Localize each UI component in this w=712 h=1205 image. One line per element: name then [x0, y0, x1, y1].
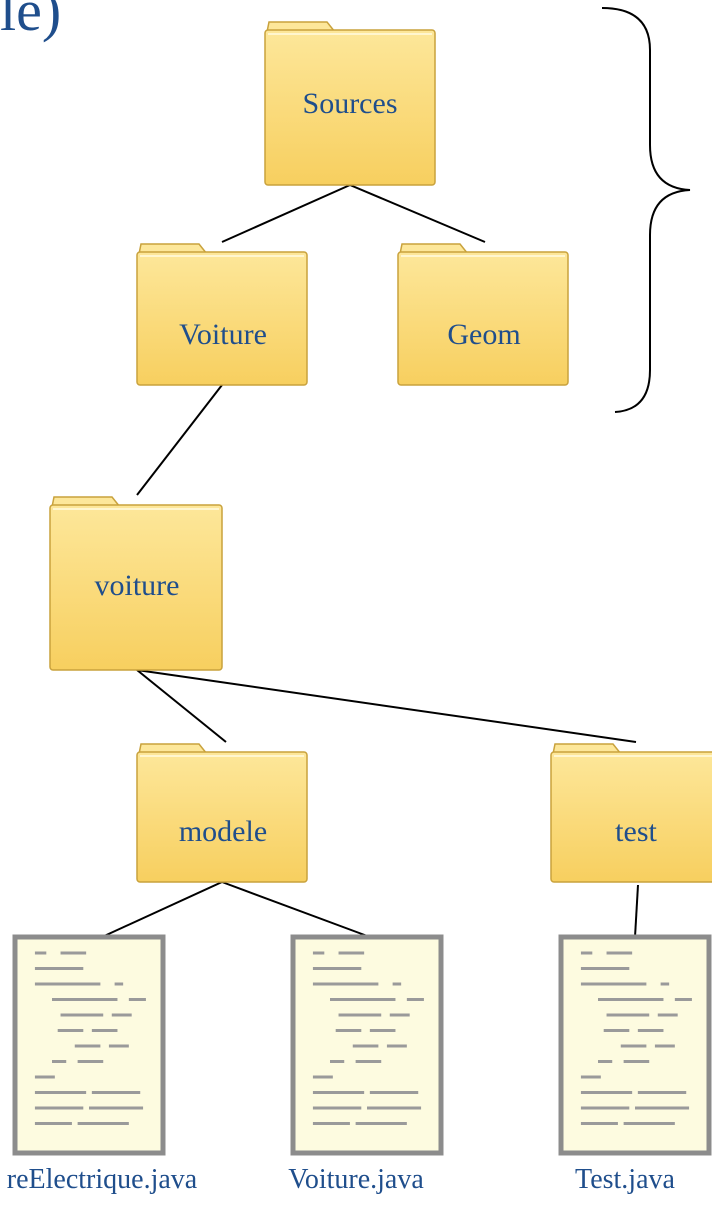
connector-line-3: [136, 384, 223, 496]
folder-label-voiture-top: Voiture: [179, 318, 267, 351]
file-label-test-java: Test.java: [575, 1164, 675, 1195]
file-label-voiture-java: Voiture.java: [288, 1164, 424, 1195]
folder-icon-voiture-top: [136, 243, 308, 386]
folder-icon-sources: [264, 21, 436, 186]
connector-line-4: [136, 669, 227, 743]
connector-line-2: [349, 184, 486, 243]
connector-line-7: [221, 881, 371, 938]
folder-label-sources: Sources: [302, 87, 398, 120]
file-icon-voiture-electrique: [12, 934, 166, 1156]
folder-label-geom: Geom: [447, 318, 521, 351]
file-icon-voiture-java: [290, 934, 444, 1156]
file-label-voiture-electrique: reElectrique.java: [6, 1164, 198, 1195]
connector-line-6: [101, 881, 223, 938]
folder-label-test: test: [615, 815, 657, 848]
folder-icon-voiture-pkg: [49, 496, 223, 671]
folder-icon-modele: [136, 743, 308, 883]
folder-icon-test: [550, 743, 712, 883]
tree-connectors: [101, 184, 639, 938]
heading-fragment: le): [0, 0, 62, 43]
folder-icon-geom: [397, 243, 569, 386]
connector-line-1: [221, 184, 351, 243]
connector-line-5: [136, 669, 637, 743]
folder-label-modele: modele: [178, 815, 268, 848]
file-icon-test-java: [558, 934, 712, 1156]
grouping-brace: [601, 7, 691, 413]
folder-label-voiture-pkg: voiture: [94, 569, 180, 602]
connector-line-8: [634, 884, 639, 938]
